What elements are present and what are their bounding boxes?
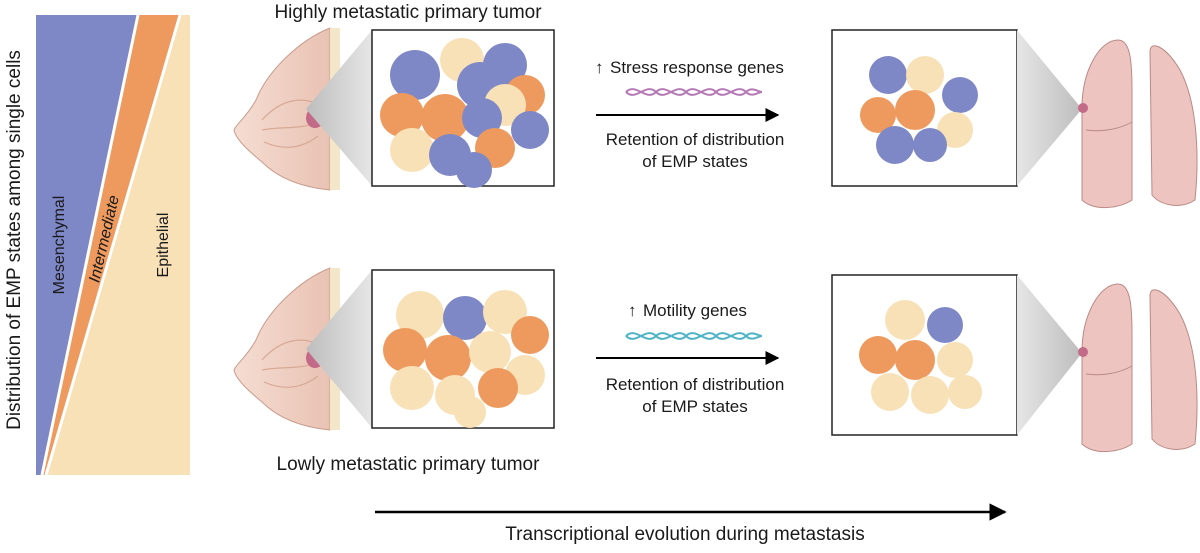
top-row-title: Highly metastatic primary tumor: [274, 2, 542, 23]
epithelial-label: Epithelial: [155, 213, 172, 278]
bottom-retention-line2: of EMP states: [642, 397, 748, 416]
tumor-cell-cluster: [380, 38, 549, 188]
emp-state-bar: Mesenchymal Intermediate Epithelial: [36, 14, 190, 476]
bottom-up-arrow: ↑: [628, 301, 637, 320]
top-retention-line2: of EMP states: [642, 152, 748, 171]
zoom-cone: [1017, 30, 1082, 186]
y-axis-label: Distribution of EMP states among single …: [4, 50, 25, 430]
zoom-cone: [306, 270, 372, 428]
dna-helix-icon: [625, 88, 763, 96]
tumor-cell-cluster: [859, 300, 982, 414]
zoom-cone: [1017, 275, 1082, 435]
mesenchymal-label: Mesenchymal: [51, 196, 68, 295]
lung-icon: [1078, 39, 1198, 208]
tumor-cell-cluster: [860, 56, 978, 164]
epithelial-region: [46, 15, 190, 475]
tumor-cell-cluster: [383, 290, 549, 428]
bottom-axis-label: Transcriptional evolution during metasta…: [505, 524, 864, 545]
top-retention-line1: Retention of distribution: [606, 130, 785, 149]
bottom-retention-line1: Retention of distribution: [606, 375, 785, 394]
bottom-row-title: Lowly metastatic primary tumor: [277, 454, 541, 475]
bottom-gene-label: Motility genes: [643, 301, 747, 320]
lung-icon: [1078, 283, 1198, 452]
top-gene-label: Stress response genes: [610, 58, 784, 77]
zoom-cone: [306, 30, 372, 186]
top-up-arrow: ↑: [595, 58, 604, 77]
dna-helix-icon: [625, 332, 763, 340]
